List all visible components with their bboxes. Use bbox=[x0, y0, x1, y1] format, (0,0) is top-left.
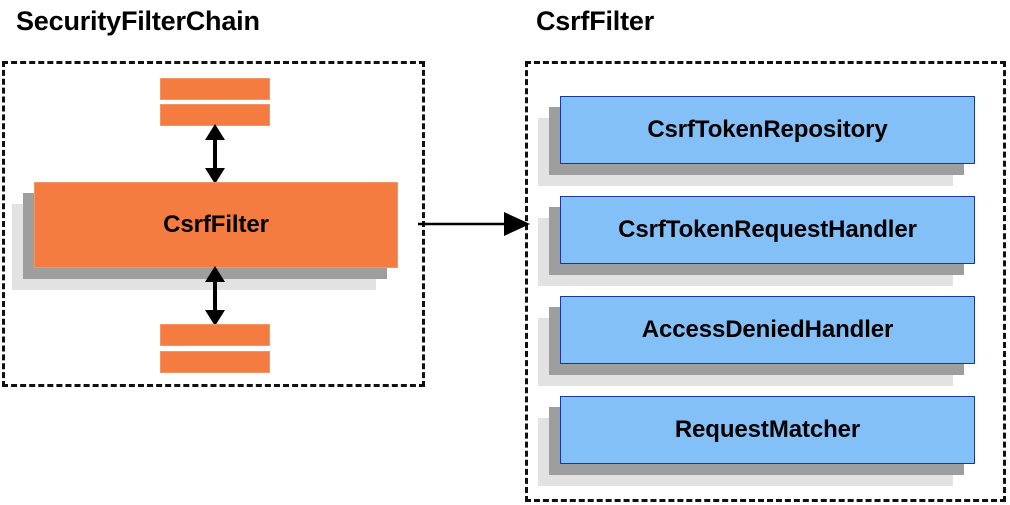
card-face: CsrfFilter bbox=[34, 182, 398, 268]
component-card-request-matcher[interactable]: RequestMatcher bbox=[538, 396, 975, 486]
component-card-csrf-token-request-handler[interactable]: CsrfTokenRequestHandler bbox=[538, 196, 975, 286]
card-face: AccessDeniedHandler bbox=[560, 296, 975, 364]
card-face: CsrfTokenRequestHandler bbox=[560, 196, 975, 264]
page-title-security-filter-chain: SecurityFilterChain bbox=[16, 6, 260, 36]
card-face: CsrfTokenRepository bbox=[560, 96, 975, 164]
csrf-filter-box-label: CsrfFilter bbox=[163, 211, 269, 238]
component-card-label: CsrfTokenRequestHandler bbox=[618, 216, 917, 243]
filter-bar-bottom-1 bbox=[160, 324, 270, 346]
component-card-csrf-token-repository[interactable]: CsrfTokenRepository bbox=[538, 96, 975, 186]
filter-bar-top-2 bbox=[160, 104, 270, 126]
component-card-access-denied-handler[interactable]: AccessDeniedHandler bbox=[538, 296, 975, 386]
filter-bar-bottom-2 bbox=[160, 351, 270, 373]
csrf-filter-group bbox=[525, 61, 1006, 502]
arrow-up-double-headed-icon bbox=[205, 124, 225, 184]
page-title-csrf-filter: CsrfFilter bbox=[536, 6, 655, 36]
card-face: RequestMatcher bbox=[560, 396, 975, 464]
component-card-label: AccessDeniedHandler bbox=[641, 316, 894, 343]
filter-bar-top-1 bbox=[160, 78, 270, 100]
csrf-filter-box[interactable]: CsrfFilter bbox=[12, 182, 398, 290]
arrow-down-double-headed-icon bbox=[205, 266, 225, 326]
component-card-label: RequestMatcher bbox=[674, 416, 861, 443]
arrow-right-connector-icon bbox=[418, 212, 530, 236]
component-card-label: CsrfTokenRepository bbox=[647, 116, 888, 143]
